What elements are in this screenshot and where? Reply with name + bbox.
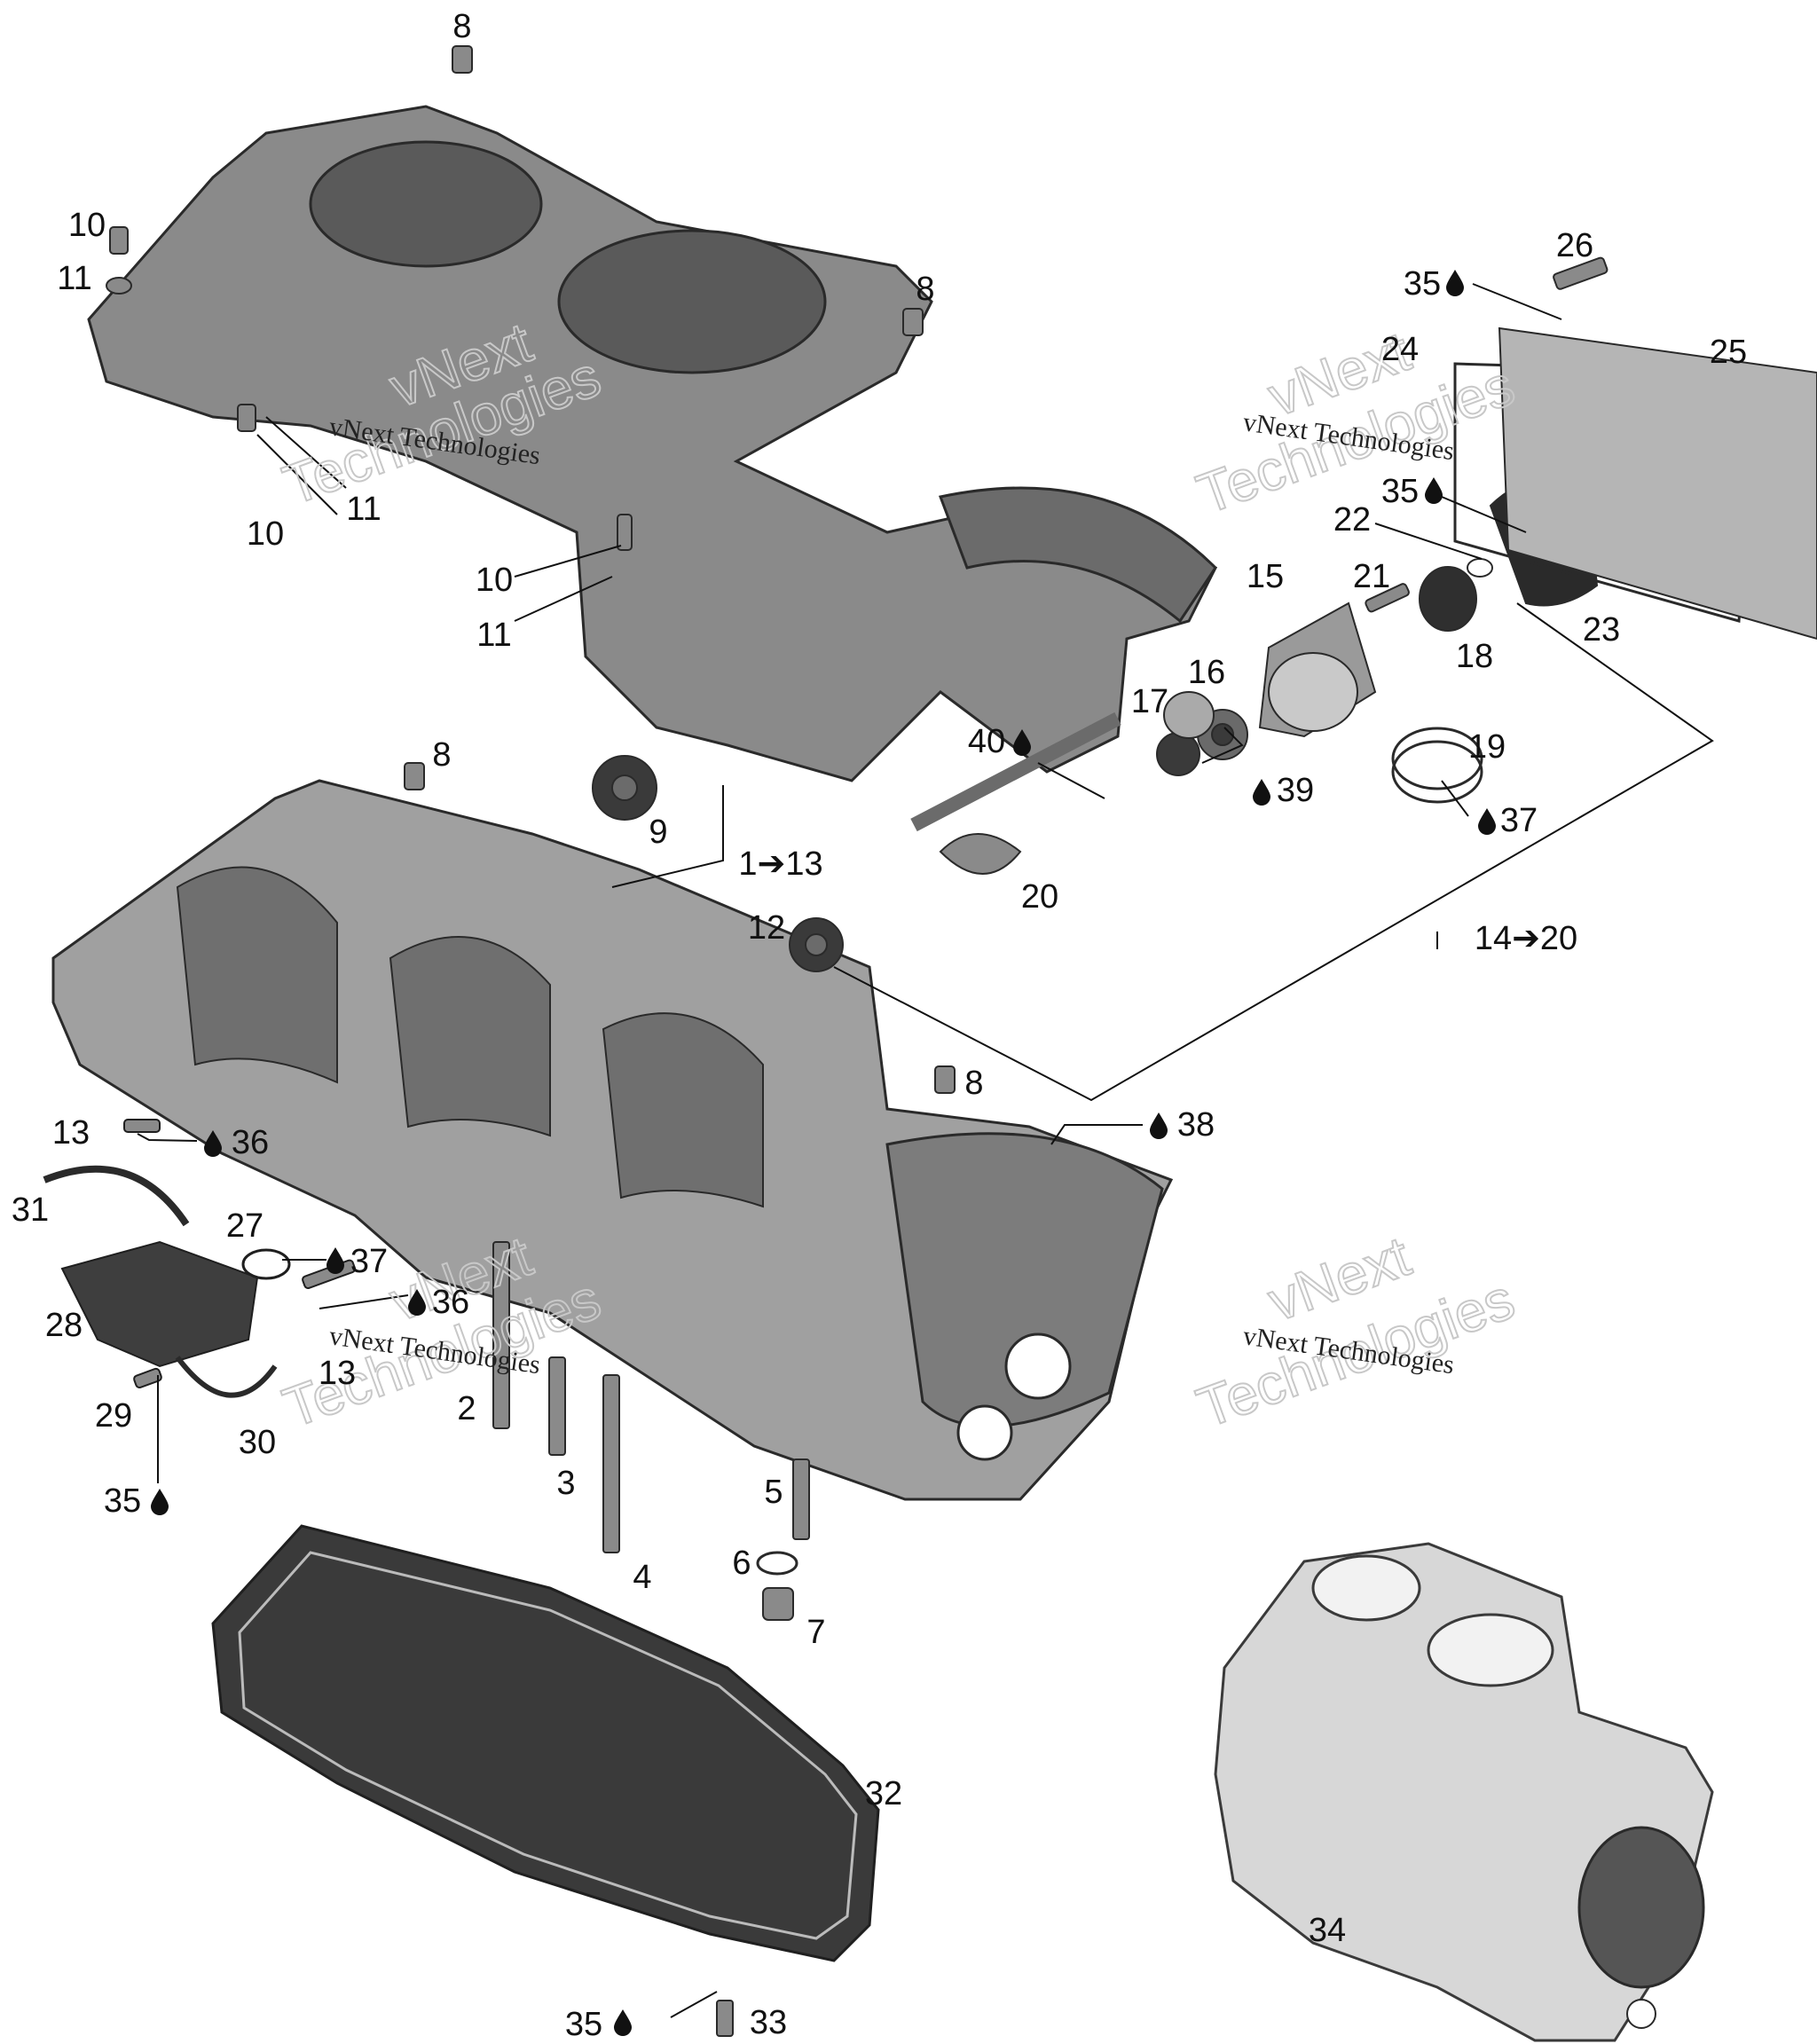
callout-32: 32 [865, 1775, 902, 1812]
callout-21: 21 [1353, 558, 1390, 595]
drop-icon [1150, 1112, 1168, 1139]
drop-icon [326, 1247, 344, 1274]
callout-26: 26 [1556, 227, 1593, 264]
callout-8: 8 [916, 271, 934, 308]
callout-11: 11 [346, 491, 381, 528]
callout-17: 17 [1131, 683, 1168, 720]
callout-22: 22 [1333, 501, 1371, 539]
drop-icon [151, 1489, 169, 1515]
callout-35: 35 [1381, 473, 1419, 510]
callout-20: 20 [1021, 878, 1058, 916]
callout-11: 11 [57, 260, 91, 297]
callout-5: 5 [764, 1474, 783, 1511]
callout-10: 10 [68, 207, 106, 244]
callout-8: 8 [964, 1065, 983, 1102]
callout-36: 36 [232, 1124, 269, 1161]
callout-10: 10 [247, 515, 284, 553]
callout-28: 28 [45, 1307, 83, 1344]
callout-36: 36 [432, 1284, 469, 1321]
callout-13: 13 [319, 1355, 356, 1392]
callout-34: 34 [1309, 1912, 1346, 1949]
callout-12: 12 [748, 909, 785, 947]
callout-19: 19 [1468, 728, 1506, 766]
callout-35: 35 [565, 2006, 602, 2043]
callout-37: 37 [1500, 802, 1538, 839]
watermark-right-bottom: vNext Technologies vNext Technologies [1188, 1222, 1523, 1441]
drop-icon [1446, 270, 1464, 296]
callout-37: 37 [350, 1243, 388, 1280]
cover-32 [211, 1524, 880, 2037]
callout-2: 2 [457, 1390, 476, 1427]
drop-icon [614, 2009, 632, 2036]
callout-39: 39 [1277, 772, 1314, 809]
callout-10: 10 [476, 562, 513, 599]
callout-33: 33 [750, 2004, 787, 2041]
drop-icon [1478, 808, 1496, 835]
callout-4: 4 [633, 1559, 651, 1596]
leader-lines [137, 283, 1714, 2018]
callout-18: 18 [1456, 638, 1493, 675]
callout-13: 13 [52, 1114, 90, 1152]
callout-7: 7 [806, 1614, 825, 1651]
callout-9: 9 [649, 814, 667, 851]
callout-38: 38 [1177, 1106, 1215, 1144]
callout-25: 25 [1710, 334, 1747, 371]
callout-3: 3 [556, 1465, 575, 1502]
callout-16: 16 [1188, 654, 1225, 691]
lower-crankcase [51, 779, 1174, 1501]
small-parts [106, 45, 1817, 1094]
callout-24: 24 [1381, 331, 1419, 368]
callout-8: 8 [452, 8, 471, 45]
drop-icon [1253, 779, 1270, 806]
callout-11: 11 [476, 617, 511, 654]
callout-35: 35 [104, 1482, 141, 1520]
callout-31: 31 [12, 1191, 49, 1229]
callout-29: 29 [95, 1397, 132, 1435]
bolts [492, 1241, 810, 1621]
drop-icon [1425, 477, 1443, 504]
callout-27: 27 [226, 1207, 264, 1245]
callout-23: 23 [1583, 611, 1620, 649]
callout-15: 15 [1247, 558, 1284, 595]
callout-40: 40 [968, 723, 1005, 760]
oil-pump-assembly [43, 1119, 357, 1398]
callout-35: 35 [1404, 265, 1441, 303]
callout-14-to-20: 14➔20 [1475, 920, 1577, 957]
callout-8: 8 [432, 736, 451, 774]
callout-30: 30 [239, 1424, 276, 1461]
callout-6: 6 [732, 1545, 751, 1582]
watermark-right-top: vNext Technologies vNext Technologies [1188, 318, 1523, 527]
callouts: 8 10 11 8 10 11 10 11 26 35 24 25 35 22 … [12, 8, 1747, 2043]
upper-crankcase [87, 105, 1218, 782]
engine-assembly-34 [1214, 1542, 1714, 2042]
callout-1-to-13: 1➔13 [738, 845, 822, 883]
